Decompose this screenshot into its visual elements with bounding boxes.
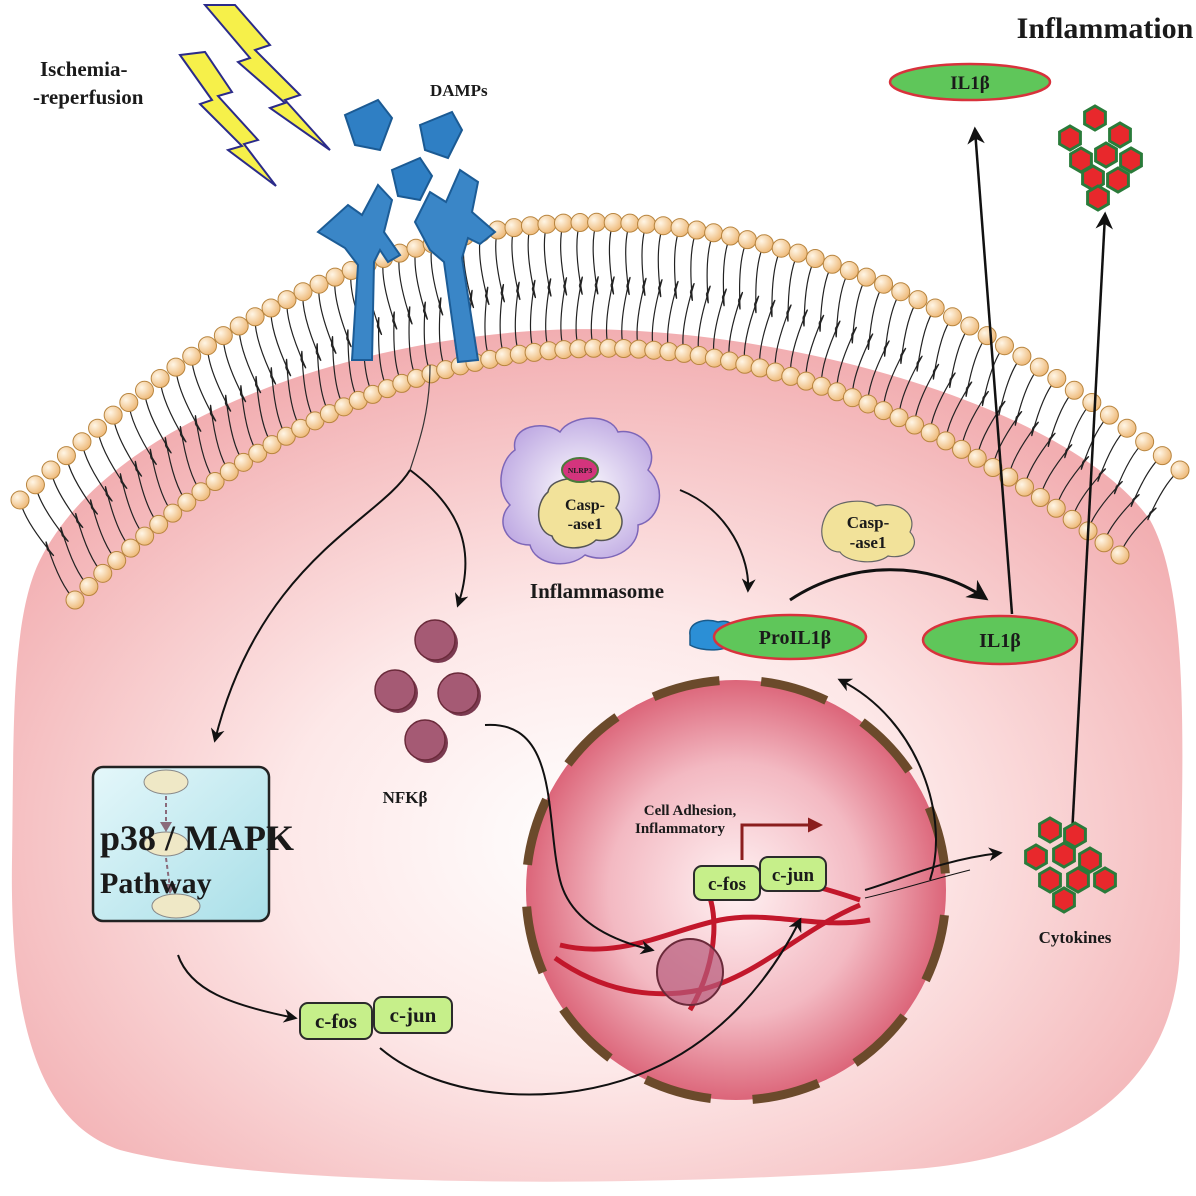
p38-label-line2: Pathway (100, 867, 212, 900)
il1b-inner-ellipse (921, 614, 1079, 666)
il1b-inner-label: IL1β (979, 630, 1021, 652)
hexagon-cytokine-icon (1024, 816, 1117, 914)
ischemia-label-line1: Ischemia- (40, 57, 128, 81)
cfos-cytoplasm-label: c-fos (315, 1009, 357, 1033)
il1b-outer-ellipse (888, 62, 1052, 102)
inflammasome-casp-line2: -ase1 (568, 516, 603, 533)
damps-label: DAMPs (430, 81, 488, 100)
caspase-line1: Casp- (847, 513, 890, 532)
cell-adhesion-line2: Inflammatory (635, 821, 725, 837)
p38-label-line1: p38 / MAPK (100, 818, 294, 858)
lipid-bilayer-membrane (10, 212, 1190, 610)
caspase-blob (821, 500, 916, 563)
il1b-outer-label: IL1β (950, 73, 990, 94)
hexagon-cytokine-icon (1058, 104, 1143, 212)
inflammasome-cloud-icon (500, 417, 661, 565)
proil1b-molecule (689, 613, 868, 661)
inflammation-title: Inflammation (1017, 12, 1194, 45)
secretion-arrows (967, 126, 1113, 836)
ischemia-label-line2: -reperfusion (33, 85, 144, 109)
tf-complex-cytoplasm (299, 996, 453, 1040)
cell-adhesion-line1: Cell Adhesion, (644, 803, 737, 819)
nfkb-disc-icon (374, 619, 481, 763)
cytokines-label: Cytokines (1039, 928, 1112, 947)
signal-branch-lines (210, 364, 469, 743)
damp-ligand-icon (343, 98, 464, 202)
inflammasome-label: Inflammasome (530, 579, 664, 603)
p38-mapk-pathway-box (91, 765, 271, 923)
cjun-nucleus-label: c-jun (772, 865, 815, 886)
receptor-icon (316, 168, 497, 364)
cleavage-arrows (679, 489, 989, 602)
nfkb-label: NFKβ (383, 788, 428, 807)
pathway-arrows (177, 678, 1003, 1096)
nlrp3-label: NLRP3 (568, 466, 592, 475)
nfkb-bound-dna (656, 938, 724, 1006)
caspase-line2: -ase1 (850, 533, 887, 552)
proil1b-label: ProIL1β (759, 627, 831, 649)
transcription-arrow (740, 817, 823, 860)
nuclear-envelope (522, 676, 950, 1104)
cjun-cytoplasm-label: c-jun (390, 1003, 437, 1027)
lightning-icon (178, 4, 331, 187)
inflammasome-casp-line1: Casp- (565, 497, 605, 514)
cfos-nucleus-label: c-fos (708, 874, 746, 895)
tf-complex-nucleus (693, 856, 827, 901)
